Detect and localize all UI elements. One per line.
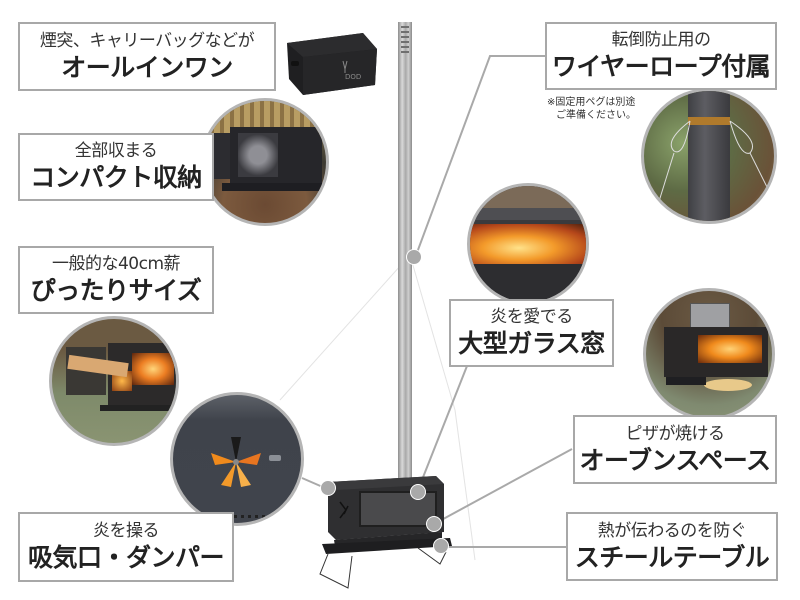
label-sub-text: 熱が伝わるのを防ぐ bbox=[597, 520, 747, 541]
label-wire-rope: 転倒防止用の ワイヤーロープ付属 bbox=[545, 22, 777, 90]
peg-note: ※固定用ペグは別途 ご準備ください。 bbox=[547, 97, 636, 121]
label-sub-text: 炎を愛でる bbox=[490, 307, 573, 327]
connector-dot-wire-rope bbox=[406, 249, 422, 265]
label-main-text: オールインワン bbox=[61, 52, 233, 82]
connector-dot-steel-table bbox=[433, 538, 449, 554]
label-sub-text: 全部収まる bbox=[74, 141, 158, 161]
compact-storage-photo bbox=[201, 98, 329, 226]
label-main-text: オーブンスペース bbox=[579, 445, 771, 475]
label-firewood-size: 一般的な40cm薪 ぴったりサイズ bbox=[18, 246, 214, 314]
label-sub-text: ピザが焼ける bbox=[625, 423, 726, 444]
damper-photo bbox=[170, 392, 304, 526]
label-steel-table: 熱が伝わるのを防ぐ スチールテーブル bbox=[566, 512, 778, 581]
label-sub-text: 転倒防止用の bbox=[611, 30, 712, 50]
connector-dot-oven-space bbox=[426, 516, 442, 532]
oven-space-photo bbox=[643, 288, 775, 420]
label-main-text: 大型ガラス窓 bbox=[458, 329, 605, 358]
connector-dot-glass-window bbox=[410, 484, 426, 500]
glass-window-photo bbox=[467, 183, 589, 305]
label-compact: 全部収まる コンパクト収納 bbox=[18, 133, 214, 201]
label-sub-text: 煙突、キャリーバッグなどが bbox=[39, 30, 255, 51]
label-damper: 炎を操る 吸気口・ダンパー bbox=[18, 512, 234, 582]
carry-bag-image: DOD bbox=[283, 27, 381, 97]
label-main-text: 吸気口・ダンパー bbox=[27, 543, 225, 572]
stove-image bbox=[318, 470, 458, 590]
label-all-in-one: 煙突、キャリーバッグなどが オールインワン bbox=[18, 22, 276, 91]
label-sub-text: 炎を操る bbox=[93, 521, 160, 541]
label-main-text: コンパクト収納 bbox=[30, 163, 202, 192]
label-oven-space: ピザが焼ける オーブンスペース bbox=[573, 415, 777, 484]
chimney-pipe bbox=[398, 22, 412, 482]
svg-text:DOD: DOD bbox=[345, 73, 361, 81]
label-main-text: スチールテーブル bbox=[574, 542, 770, 572]
chimney-cap-vents bbox=[401, 26, 409, 54]
connector-dot-damper bbox=[320, 480, 336, 496]
label-glass-window: 炎を愛でる 大型ガラス窓 bbox=[449, 299, 614, 367]
label-main-text: ぴったりサイズ bbox=[30, 276, 202, 305]
firewood-photo bbox=[49, 316, 179, 446]
label-main-text: ワイヤーロープ付属 bbox=[551, 52, 771, 81]
wire-rope-photo bbox=[641, 88, 777, 224]
label-sub-text: 一般的な40cm薪 bbox=[51, 254, 181, 274]
